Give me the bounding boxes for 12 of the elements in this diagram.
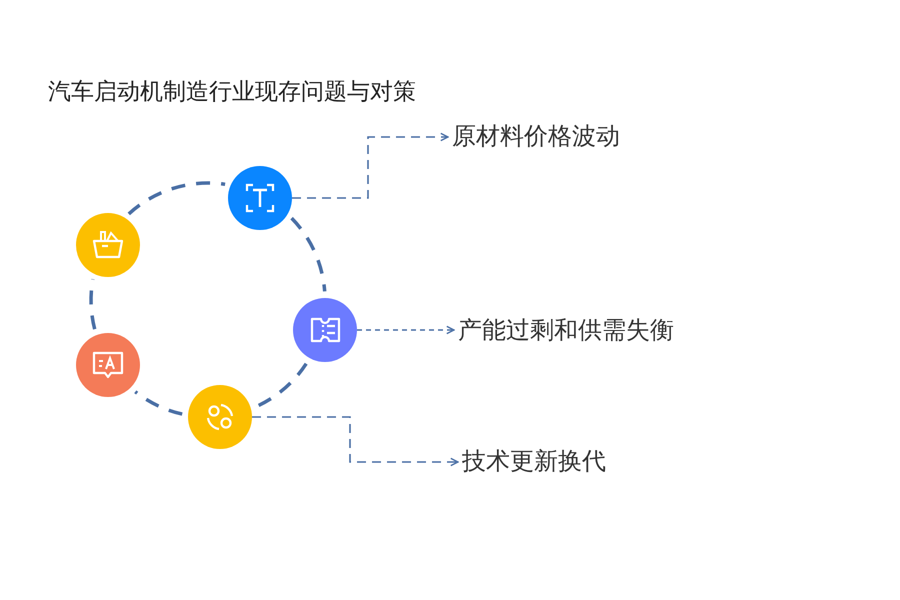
arrow [357,326,455,334]
dashed-connector [89,278,96,330]
dashed-connector [134,390,183,416]
dashed-connector [128,181,226,216]
dashed-connector [290,216,326,292]
arrow [292,132,449,199]
problem-label: 技术更新换代 [462,447,606,477]
title: 汽车启动机制造行业现存问题与对策 [48,78,416,106]
dashed-connector [256,362,308,408]
problem-label: 原材料价格波动 [452,122,620,152]
problem-label: 产能过剩和供需失衡 [458,316,674,346]
arrow [252,416,459,466]
